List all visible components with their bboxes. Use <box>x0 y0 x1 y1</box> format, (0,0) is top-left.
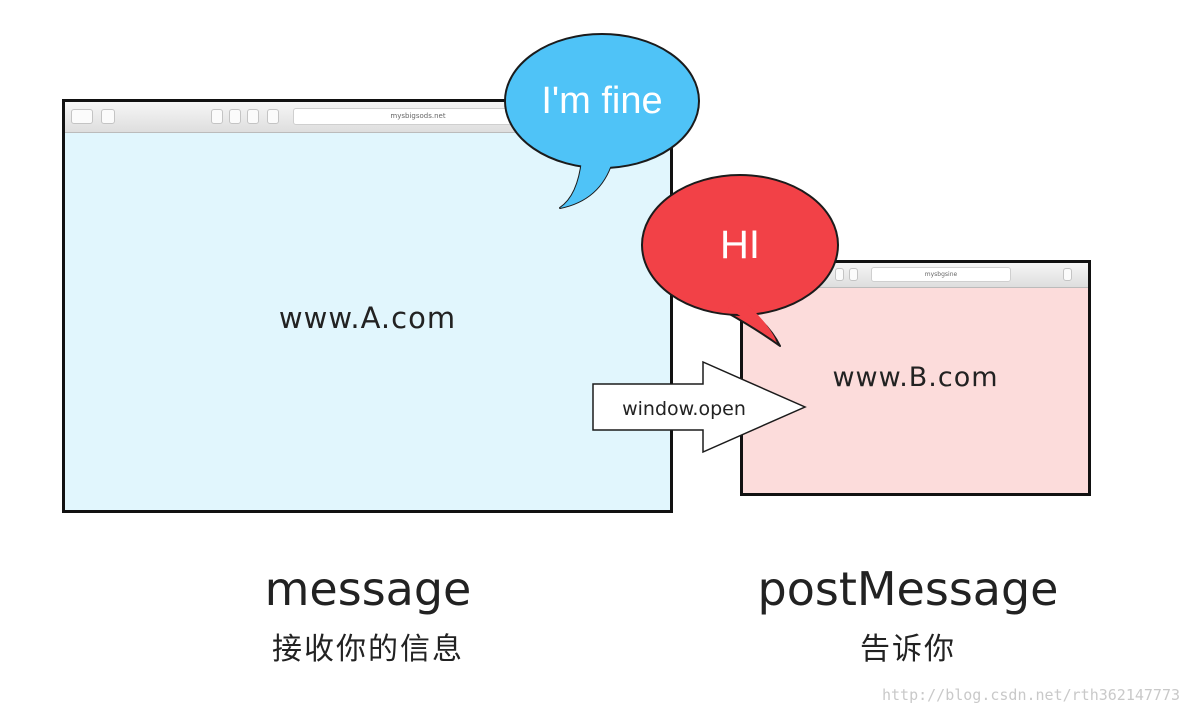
speech-bubble-red: HI <box>641 174 839 347</box>
caption-message: message <box>264 562 472 616</box>
browser-window-a: mysbigsods.net www.A.com <box>62 99 673 513</box>
arrow-label: window.open <box>622 398 746 420</box>
arrow-shape <box>592 360 807 454</box>
sidebar-icon <box>101 109 115 124</box>
page-content-a: www.A.com <box>65 133 670 510</box>
toolbar-icon-2 <box>849 268 858 281</box>
window-open-arrow: window.open <box>592 360 807 454</box>
toolbar-icon <box>835 268 844 281</box>
site-label-b: www.B.com <box>832 362 999 393</box>
site-label-a: www.A.com <box>278 300 457 335</box>
caption-message-subtitle: 接收你的信息 <box>272 632 464 667</box>
browser-window-b: mysbgsine www.B.com <box>740 260 1091 496</box>
caption-postmessage: postMessage <box>757 562 1059 616</box>
bubble-blue-text: I'm fine <box>541 80 662 122</box>
page-content-b: www.B.com <box>743 288 1088 493</box>
pin-icon <box>267 109 279 124</box>
back-forward-buttons <box>71 109 93 124</box>
address-bar-b: mysbgsine <box>871 267 1011 282</box>
speech-bubble-blue-tail-cover <box>560 160 612 208</box>
extension-icon-2 <box>247 109 259 124</box>
shield-icon <box>211 109 223 124</box>
watermark: http://blog.csdn.net/rth362147773 <box>881 686 1180 704</box>
caption-postmessage-subtitle: 告诉你 <box>860 632 956 667</box>
speech-bubble-blue: I'm fine <box>504 33 700 209</box>
share-icon <box>1063 268 1072 281</box>
extension-icon <box>229 109 241 124</box>
bubble-red-text: HI <box>720 223 760 267</box>
speech-bubble-red-tail-cover <box>728 300 776 340</box>
